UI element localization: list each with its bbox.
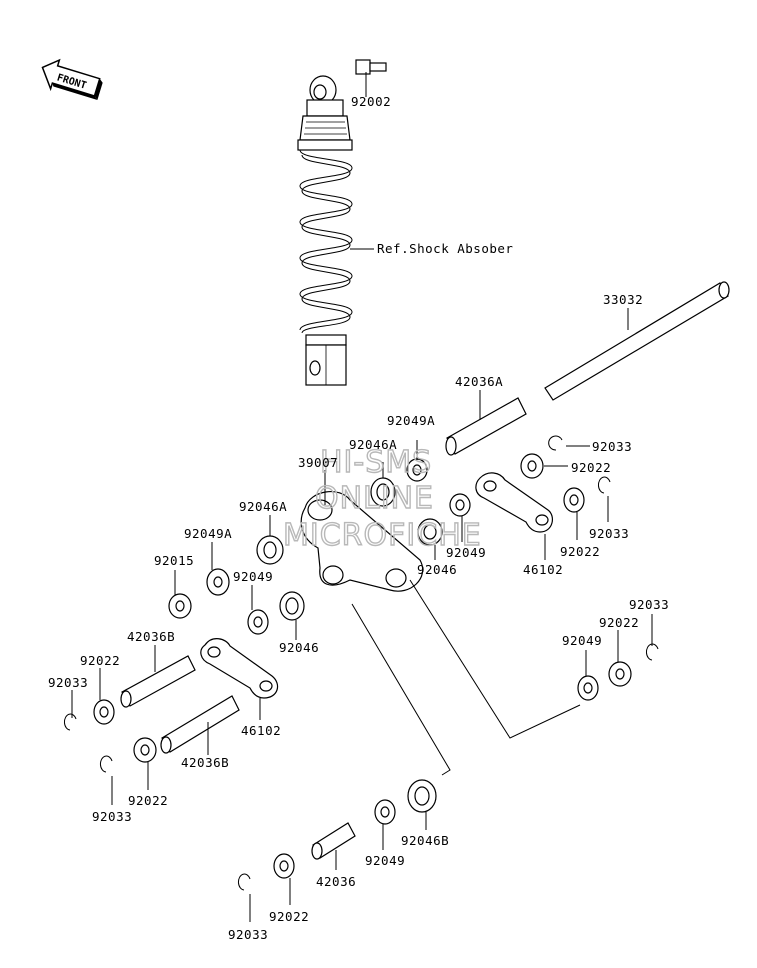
label-92015: 92015 (154, 553, 194, 568)
label-92046-mid: 92046 (417, 562, 457, 577)
washer-92049-mid (449, 493, 471, 542)
washer-92049A-top (406, 440, 428, 482)
shock-absorber (297, 75, 353, 386)
label-92022-e: 92022 (128, 793, 168, 808)
label-92022-b: 92022 (560, 544, 600, 559)
label-92049-mid: 92049 (446, 545, 486, 560)
label-ref-shock-absorber: Ref.Shock Absober (377, 241, 513, 256)
label-92022-a: 92022 (571, 460, 611, 475)
label-39007: 39007 (298, 455, 338, 470)
label-33032: 33032 (603, 292, 643, 307)
watermark-line-2: ONLINE (315, 481, 434, 516)
label-92033-f: 92033 (228, 927, 268, 942)
part-labels: 92002 Ref.Shock Absober 33032 42036A 920… (48, 94, 669, 942)
bearing-92046A-top (370, 462, 396, 507)
label-92049A-top: 92049A (387, 413, 435, 428)
watermark-line-1: HI-SMS (320, 445, 432, 480)
label-92022-f: 92022 (269, 909, 309, 924)
washer-92049A-left (206, 542, 230, 596)
label-92046A-top: 92046A (349, 437, 397, 452)
rocker-arm-39007 (300, 470, 424, 592)
label-92033-b: 92033 (589, 526, 629, 541)
circlip-92033-a (548, 435, 590, 451)
washer-92049-bottom (374, 799, 396, 850)
assembly-guide-lines (351, 579, 581, 776)
circlip-92033-b (597, 476, 611, 522)
sleeve-42036B-bottom (160, 695, 240, 755)
label-92022-c: 92022 (599, 615, 639, 630)
label-42036B-bottom: 42036B (181, 755, 229, 770)
washer-92022-e (133, 737, 157, 790)
tie-rod-46102-left (200, 638, 279, 720)
label-92049-bottom: 92049 (365, 853, 405, 868)
watermark: HI-SMS ONLINE MICROFICHE (282, 444, 482, 553)
label-92033-d: 92033 (48, 675, 88, 690)
circlip-92033-d (63, 690, 77, 731)
label-92046B: 92046B (401, 833, 449, 848)
washer-92022-a (520, 453, 568, 479)
circlip-92033-c (645, 614, 659, 661)
label-46102-right: 46102 (523, 562, 563, 577)
bearing-92046B (407, 779, 437, 830)
label-92033-e: 92033 (92, 809, 132, 824)
bearing-92046A-left (256, 515, 284, 565)
washer-92022-f (273, 853, 295, 905)
sleeve-42036A (445, 390, 527, 456)
washer-92049-left (247, 585, 269, 635)
label-42036A: 42036A (455, 374, 503, 389)
label-92049A-left: 92049A (184, 526, 232, 541)
washer-92049-right (577, 650, 599, 701)
label-92049-left: 92049 (233, 569, 273, 584)
front-arrow-icon: FRONT (41, 58, 103, 100)
label-42036B-top: 42036B (127, 629, 175, 644)
nut-92015 (168, 570, 192, 619)
label-46102-left: 46102 (241, 723, 281, 738)
label-92046-left: 92046 (279, 640, 319, 655)
washer-92022-b (563, 487, 585, 540)
bearing-92046-left (279, 591, 305, 640)
washer-92022-d (93, 668, 115, 725)
bearing-92046-mid (417, 518, 443, 560)
label-92002: 92002 (351, 94, 391, 109)
label-92049-right: 92049 (562, 633, 602, 648)
sleeve-42036 (311, 822, 356, 870)
circlip-92033-e (99, 755, 113, 805)
bolt-92002 (355, 59, 387, 97)
washer-92022-c (608, 630, 632, 687)
shaft-33032 (544, 281, 730, 401)
label-92022-d: 92022 (80, 653, 120, 668)
sleeve-42036B-top (120, 645, 196, 708)
label-92046A-left: 92046A (239, 499, 287, 514)
label-92033-c: 92033 (629, 597, 669, 612)
circlip-92033-f (237, 873, 251, 922)
label-42036: 42036 (316, 874, 356, 889)
label-92033-a: 92033 (592, 439, 632, 454)
watermark-line-3: MICROFICHE (283, 518, 482, 553)
shock-spring (299, 149, 353, 334)
tie-rod-46102-right (475, 472, 554, 560)
